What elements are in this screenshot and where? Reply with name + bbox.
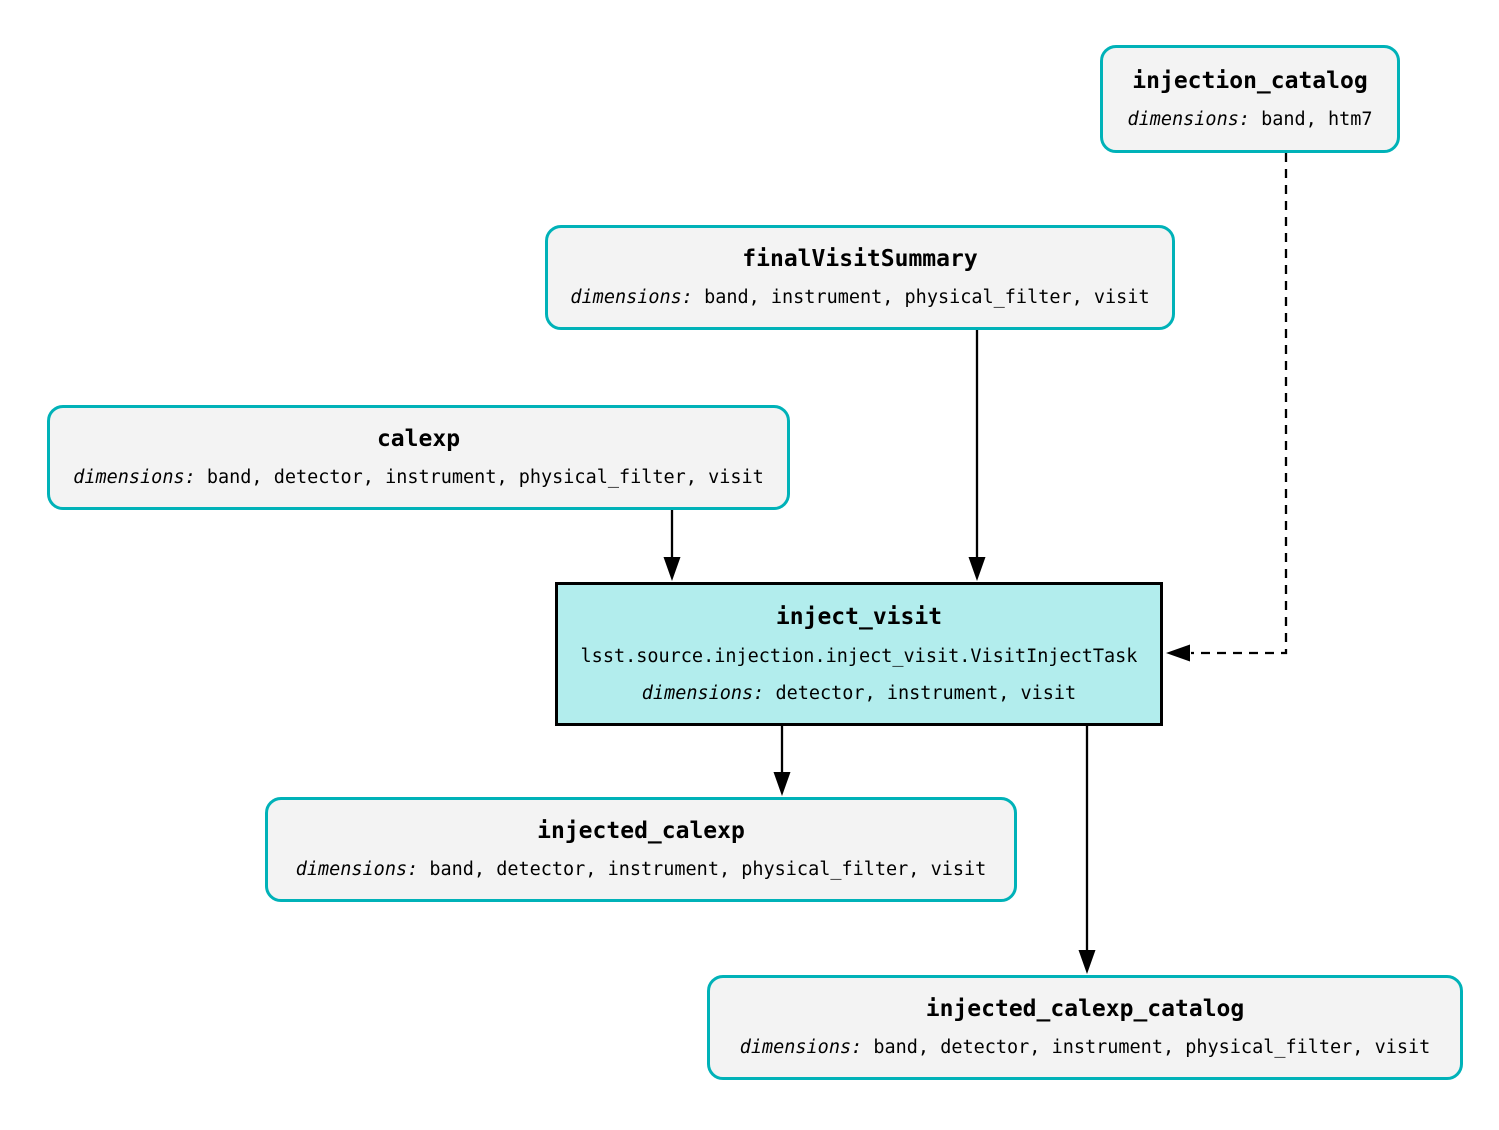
task-node-inject-visit: inject_visit lsst.source.injection.injec…	[555, 582, 1163, 726]
node-dimensions: dimensions: band, detector, instrument, p…	[296, 860, 987, 879]
dimensions-value: detector, instrument, visit	[775, 683, 1077, 705]
dimensions-value: band, detector, instrument, physical_fil…	[429, 859, 987, 881]
dataset-node-finalvisitsummary: finalVisitSummary dimensions: band, instr…	[545, 225, 1175, 330]
node-title: finalVisitSummary	[742, 246, 978, 273]
edge-injection-catalog-to-inject-visit	[1166, 153, 1288, 662]
node-dimensions: dimensions: band, htm7	[1127, 110, 1372, 129]
dataset-node-injected-calexp-catalog: injected_calexp_catalog dimensions: band,…	[707, 975, 1463, 1080]
node-dimensions: dimensions: band, detector, instrument, p…	[740, 1038, 1431, 1057]
edge-inject-visit-to-injected-calexp	[773, 726, 791, 796]
node-title: inject_visit	[775, 603, 943, 630]
node-dimensions: dimensions: band, detector, instrument, p…	[73, 468, 764, 487]
node-title: injected_calexp_catalog	[925, 996, 1245, 1023]
dimensions-value: band, detector, instrument, physical_fil…	[873, 1037, 1431, 1059]
dimensions-label: dimensions:	[73, 467, 196, 489]
dimensions-value: band, instrument, physical_filter, visit	[704, 287, 1150, 309]
dimensions-label: dimensions:	[295, 859, 419, 881]
task-class-name: lsst.source.injection.inject_visit.Visit…	[580, 645, 1138, 667]
dimensions-value: band, detector, instrument, physical_fil…	[206, 467, 764, 489]
dataset-node-calexp: calexp dimensions: band, detector, instru…	[47, 405, 790, 510]
node-title: injection_catalog	[1132, 67, 1368, 94]
dataset-node-injected-calexp: injected_calexp dimensions: band, detecto…	[265, 797, 1017, 902]
edge-calexp-to-inject-visit	[663, 510, 681, 581]
dimensions-label: dimensions:	[739, 1037, 863, 1059]
dimensions-label: dimensions:	[1127, 108, 1250, 130]
dimensions-value: band, htm7	[1261, 108, 1373, 130]
edge-finalvisitsummary-to-inject-visit	[968, 330, 986, 581]
node-title: calexp	[376, 426, 461, 453]
node-dimensions: dimensions: band, instrument, physical_fi…	[570, 288, 1149, 307]
dimensions-label: dimensions:	[570, 287, 693, 309]
node-dimensions: dimensions: detector, instrument, visit	[642, 684, 1076, 703]
dataset-node-injection-catalog: injection_catalog dimensions: band, htm7	[1100, 45, 1400, 153]
dimensions-label: dimensions:	[641, 683, 765, 705]
edge-inject-visit-to-injected-calexp-catalog	[1078, 726, 1096, 974]
node-title: injected_calexp	[537, 818, 745, 845]
